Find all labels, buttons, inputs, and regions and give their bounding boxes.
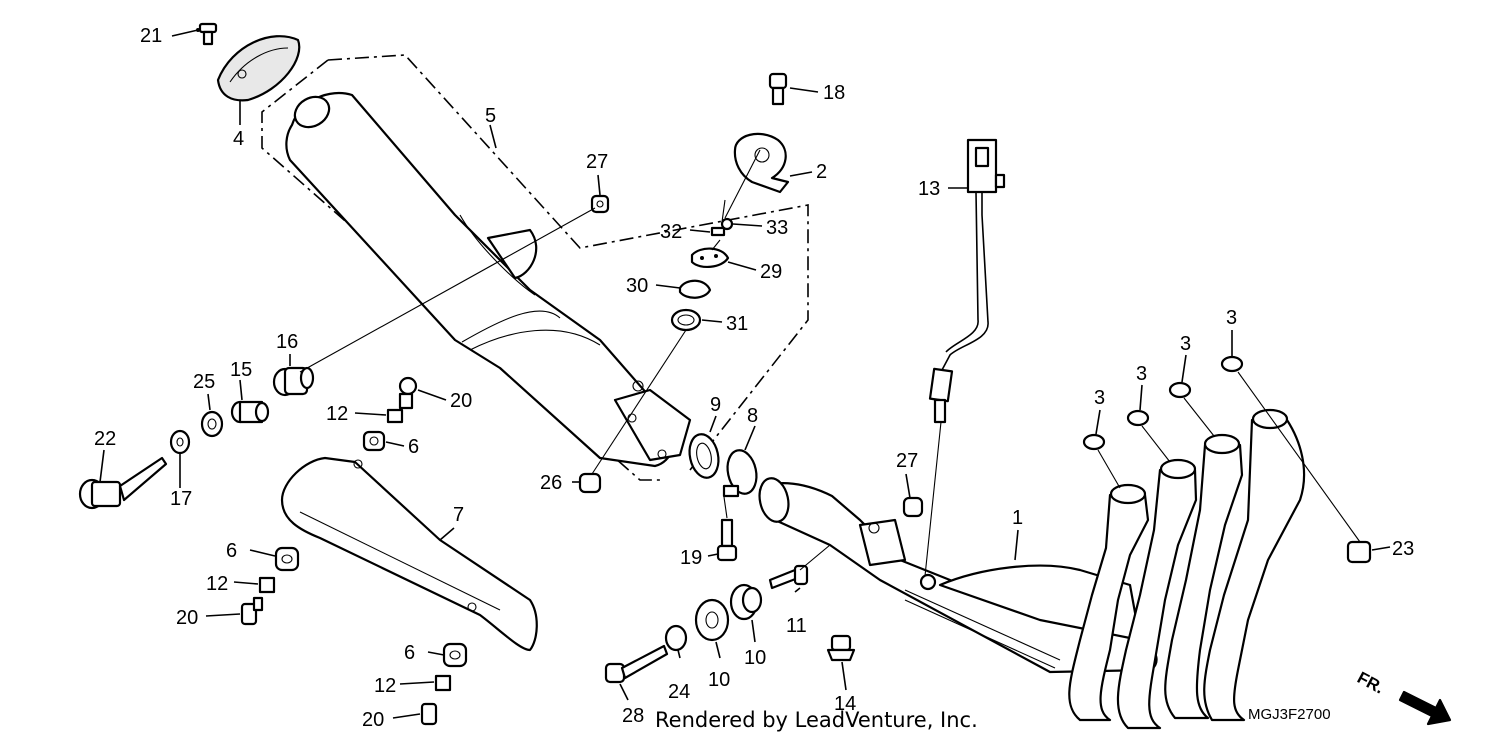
band-clamp-8[interactable] [722,448,761,498]
callout-4: 4 [233,128,244,150]
diagram-code: MGJ3F2700 [1248,706,1331,723]
callout-3-d: 3 [1226,307,1237,329]
cap-screw[interactable] [198,22,218,46]
callout-18: 18 [823,82,845,104]
washer-17[interactable] [169,429,191,455]
callout-31: 31 [726,313,748,335]
callout-24: 24 [668,681,690,703]
callout-30: 30 [626,275,648,297]
callout-26: 26 [540,472,562,494]
washer-25[interactable] [200,410,224,438]
callout-3-b: 3 [1136,363,1147,385]
heat-shield-fasteners-low[interactable] [420,642,468,726]
muffler[interactable] [285,91,692,468]
nut-27-lower[interactable] [902,496,924,518]
joint-nut-23[interactable] [1346,540,1372,564]
spring-31[interactable] [670,308,702,332]
callout-27-lower: 27 [896,450,918,472]
rubber-10-left[interactable] [694,598,730,642]
callout-29: 29 [760,261,782,283]
callout-20-low: 20 [362,709,384,731]
collar-16[interactable] [272,366,315,397]
collar-15[interactable] [230,400,270,424]
callout-10-left: 10 [708,669,730,691]
exhaust-gaskets[interactable] [1082,355,1244,451]
nut-26[interactable] [578,472,602,494]
washer-33[interactable] [720,217,734,231]
callout-6-low: 6 [404,642,415,664]
callout-22: 22 [94,428,116,450]
callout-labels: 21 4 5 27 18 2 13 32 33 30 29 31 16 25 1… [94,25,1414,731]
callout-12-low: 12 [374,675,396,697]
callout-14: 14 [834,693,856,715]
callout-33: 33 [766,217,788,239]
callout-10-right: 10 [744,647,766,669]
gasket-9[interactable] [686,432,723,481]
render-credit: Rendered by LeadVenture, Inc. [655,708,978,732]
oxygen-sensor[interactable] [928,138,1006,424]
bolt-19[interactable] [716,518,738,562]
callout-21: 21 [140,25,162,47]
callout-16: 16 [276,331,298,353]
callout-9: 9 [710,394,721,416]
rubber-10-right[interactable] [729,583,763,621]
heat-shield-fasteners-mid[interactable] [240,546,300,626]
callout-3-a: 3 [1094,387,1105,409]
rubber-mount-29[interactable] [690,247,730,268]
nut-27-upper[interactable] [590,194,610,214]
callout-1: 1 [1012,507,1023,529]
callout-2: 2 [816,161,827,183]
callout-11: 11 [786,615,807,637]
callout-13: 13 [918,178,940,200]
callout-12-mid: 12 [206,573,228,595]
rubber-mount-30[interactable] [678,279,712,299]
callout-20-mid: 20 [176,607,198,629]
collar-32[interactable] [710,226,726,237]
callout-15: 15 [230,359,252,381]
callout-5: 5 [485,105,496,127]
front-direction-arrow-icon [1398,690,1452,726]
muffler-bracket[interactable] [733,132,790,194]
bolt-11[interactable] [768,564,809,590]
washer-24[interactable] [664,624,688,652]
callout-6-top: 6 [408,436,419,458]
callout-27: 27 [586,151,608,173]
muffler-group-bracket [261,59,660,481]
heat-shield[interactable] [280,456,538,652]
muffler-bolt-22[interactable] [78,456,168,510]
callout-17: 17 [170,488,192,510]
muffler-group-bracket-right [327,54,809,471]
bracket-bolt[interactable] [768,72,788,106]
callout-20-top: 20 [450,390,472,412]
heat-shield-fasteners-top[interactable] [362,376,418,452]
callout-6-mid: 6 [226,540,237,562]
bolt-14[interactable] [826,634,856,662]
callout-7: 7 [453,504,464,526]
callout-25: 25 [193,371,215,393]
exhaust-pipe[interactable] [756,408,1306,730]
bolt-28[interactable] [604,644,669,684]
callout-8: 8 [747,405,758,427]
callout-19: 19 [680,547,702,569]
callout-23: 23 [1392,538,1414,560]
callout-3-c: 3 [1180,333,1191,355]
leader-lines [99,28,1391,719]
callout-32: 32 [660,221,682,243]
callout-28: 28 [622,705,644,727]
callout-12-top: 12 [326,403,348,425]
muffler-end-cap[interactable] [216,35,301,102]
